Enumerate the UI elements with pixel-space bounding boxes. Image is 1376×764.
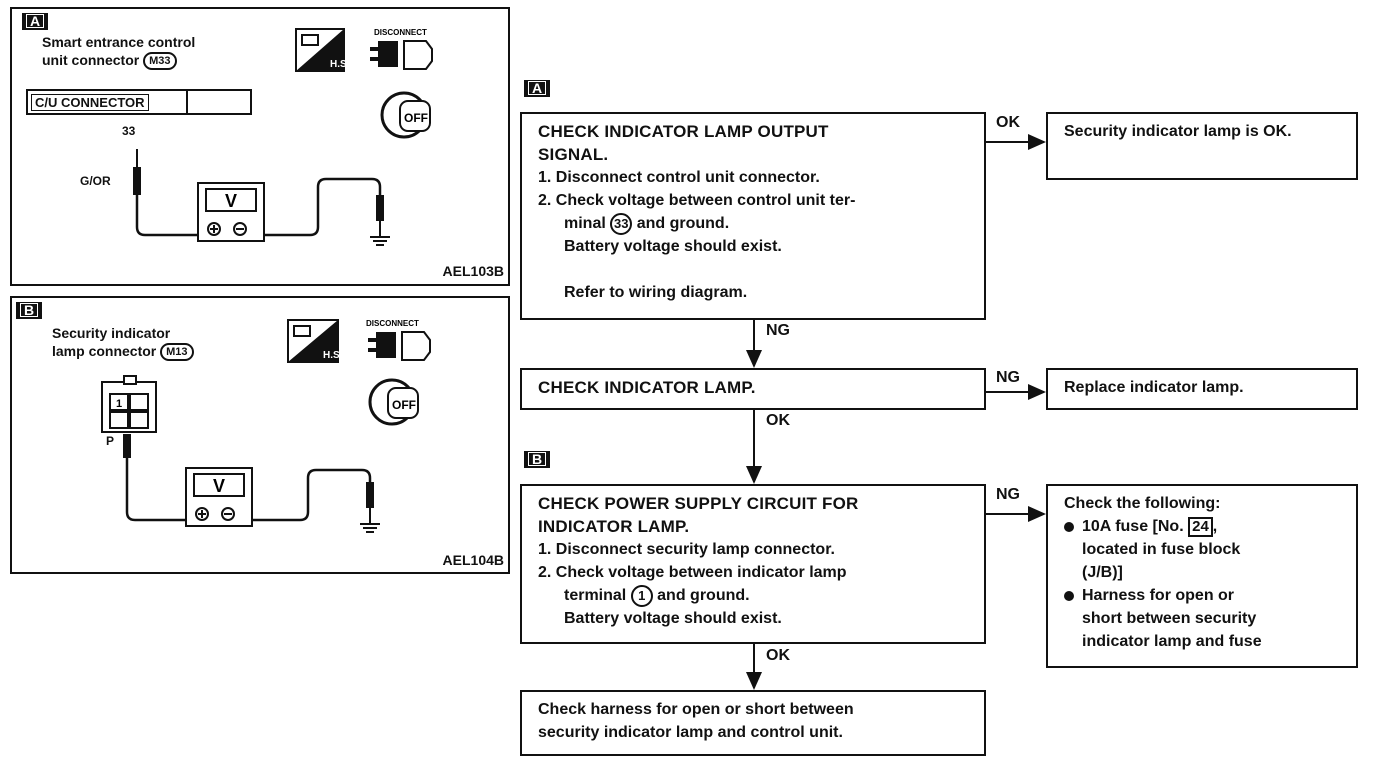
terminal-1-circle: 1 (630, 584, 653, 607)
hs-label: H.S (323, 350, 340, 361)
step3-ng-label: NG (996, 486, 1020, 503)
step2-ng-label: NG (996, 369, 1020, 386)
off-label: OFF (404, 111, 428, 125)
panel-b: B Security indicator lamp connector M13 … (10, 296, 510, 574)
disconnect-label: DISCONNECT (374, 28, 427, 37)
panel-b-wiring: 1 V H.S DISCONNECT OFF (101, 319, 431, 533)
panel-a: A Smart entrance control unit connector … (10, 7, 510, 286)
terminal-33-circle: 33 (610, 212, 633, 235)
panel-b-code: AEL104B (442, 552, 504, 568)
panel-a-code: AEL103B (442, 263, 504, 279)
step2-ok-label: OK (766, 412, 790, 429)
flow-tag-a: A (524, 80, 550, 97)
off-label: OFF (392, 398, 416, 412)
wire-color-label: G/OR (80, 174, 111, 188)
cu-connector-label: C/U CONNECTOR (26, 89, 252, 115)
panel-b-tag: B (16, 302, 42, 319)
panel-a-title: Smart entrance control unit connector M3… (42, 33, 195, 71)
step2-box: CHECK INDICATOR LAMP. (520, 368, 986, 410)
disconnect-label: DISCONNECT (366, 319, 419, 328)
step2-ng-result-box: Replace indicator lamp. (1046, 368, 1358, 410)
panel-b-title: Security indicator lamp connector M13 (52, 324, 194, 362)
final-box: Check harness for open or short between … (520, 690, 986, 756)
terminal-label: 33 (122, 124, 136, 138)
bullet-icon (1064, 590, 1074, 601)
step1-ng-label: NG (766, 322, 790, 339)
panel-a-wiring: V H.S DISCONNECT OFF (133, 28, 433, 246)
flow-tag-b: B (524, 451, 550, 468)
terminal-1-label: 1 (116, 398, 122, 410)
step3-ng-result-box: Check the following: 10A fuse [No. 24, l… (1046, 484, 1358, 668)
step1-box: CHECK INDICATOR LAMP OUTPUT SIGNAL. 1. D… (520, 112, 986, 320)
bullet-icon (1064, 521, 1074, 532)
step1-ok-result-box: Security indicator lamp is OK. (1046, 112, 1358, 180)
step3-box: CHECK POWER SUPPLY CIRCUIT FOR INDICATOR… (520, 484, 986, 644)
fuse-number-box: 24 (1188, 516, 1213, 537)
hs-label: H.S (330, 59, 347, 70)
panel-a-tag: A (22, 13, 48, 30)
connector-id-badge: M13 (160, 343, 194, 362)
step3-ok-label: OK (766, 647, 790, 664)
voltmeter-v: V (213, 476, 225, 496)
step1-ok-label: OK (996, 114, 1020, 131)
connector-id-badge: M33 (143, 52, 177, 71)
voltmeter-v: V (225, 191, 237, 211)
wire-color-label: P (106, 434, 115, 448)
